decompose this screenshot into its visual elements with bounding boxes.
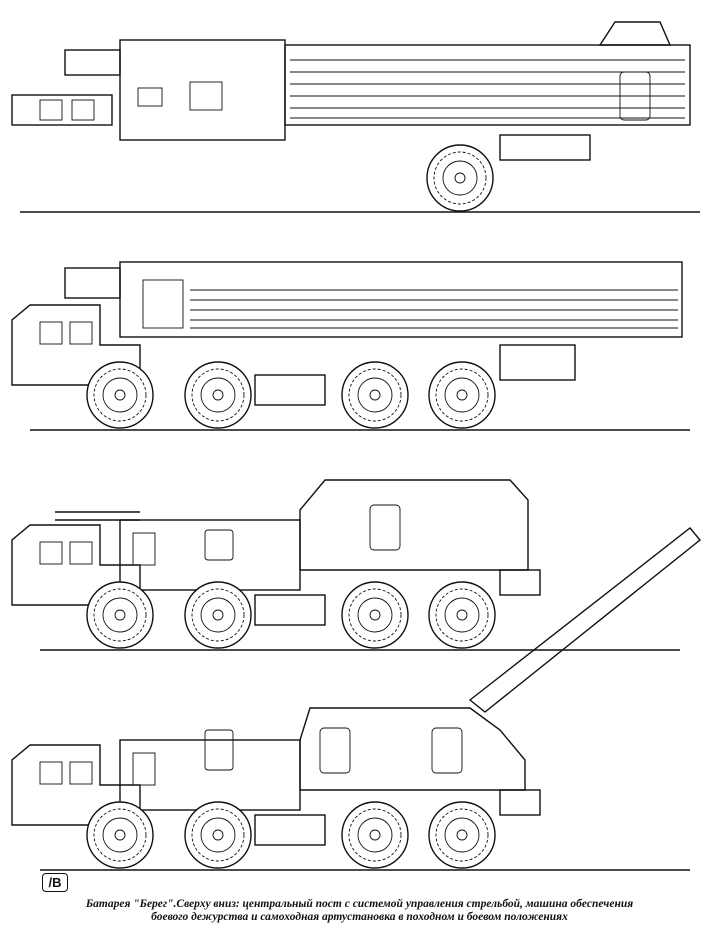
wheel [341,801,409,869]
gun-barrel [468,527,701,713]
turret [299,479,529,571]
wheel [341,581,409,649]
body [284,44,691,126]
wheel [428,801,496,869]
wheel [184,361,252,429]
self-propelled-gun-travel-drawing [11,479,680,651]
artist-logo: /B [42,873,68,892]
wheel [86,361,154,429]
wheel [428,581,496,649]
antenna-box [64,49,121,76]
turret [598,21,672,46]
body [119,261,683,338]
caption-line-2: боевого дежурства и самоходная артустано… [151,911,568,923]
caption-line-1: Батарея "Берег".Сверху вниз: центральный… [85,898,634,910]
cab [11,94,113,126]
wheel [86,801,154,869]
wheel [426,144,494,212]
wheel [428,361,496,429]
figure-caption: Батарея "Берег".Сверху вниз: центральный… [0,898,719,924]
wheel [184,801,252,869]
wheel [86,581,154,649]
combat-duty-support-vehicle-drawing [11,261,690,431]
wheel [184,581,252,649]
wheel [341,361,409,429]
wheels [86,144,496,869]
turret [299,707,526,791]
central-command-post-drawing [11,21,700,213]
